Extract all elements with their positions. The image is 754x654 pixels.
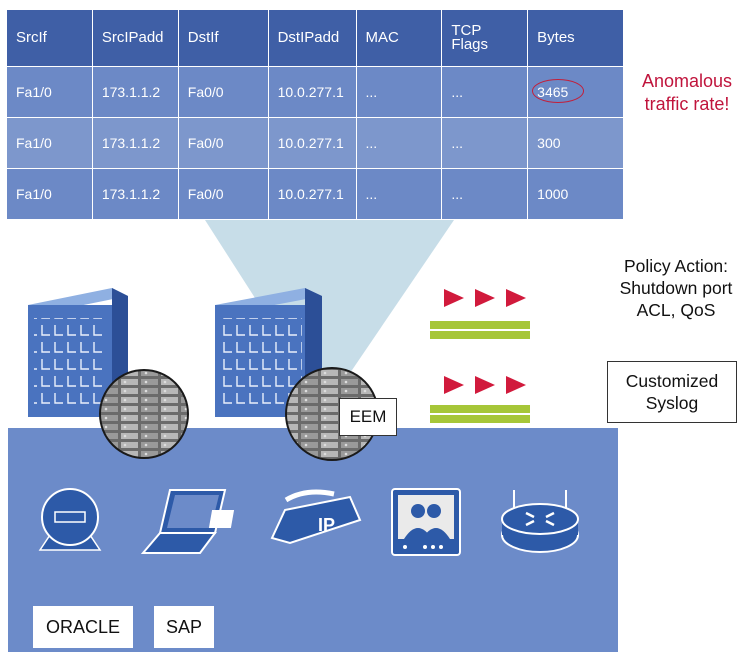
laptop-icon [140, 489, 227, 554]
policy-action-line: Shutdown port [619, 278, 733, 298]
projection-cone-shape [205, 220, 454, 376]
cell-srcif: Fa1/0 [6, 66, 93, 118]
header-srcif: SrcIf [6, 10, 93, 67]
anomaly-callout: Anomalous traffic rate! [641, 71, 733, 114]
building-icon [28, 288, 128, 418]
cell-dstif: Fa0/0 [177, 117, 269, 169]
syslog-line: Customized [625, 371, 719, 391]
traffic-arrows-icon [430, 376, 530, 423]
header-dstipadd: DstIPadd [267, 10, 357, 67]
cell-mac: ... [355, 168, 443, 220]
header-mac: MAC [355, 10, 443, 67]
policy-action-line: ACL, QoS [636, 300, 716, 320]
anomaly-highlight-ring [532, 79, 585, 103]
cell-dstif: Fa0/0 [177, 66, 269, 118]
cell-dstipadd: 10.0.277.1 [267, 168, 357, 220]
sap-label: SAP [154, 606, 214, 648]
ip-camera-icon [38, 488, 102, 551]
switch-chassis-icon [99, 369, 189, 459]
cell-dstipadd: 10.0.277.1 [267, 66, 357, 118]
table-header-row: SrcIf SrcIPadd DstIf DstIPadd MAC TCP Fl… [6, 10, 624, 67]
cell-mac: ... [355, 66, 443, 118]
cell-tcp-flags: ... [441, 117, 529, 169]
netflow-cache-table: SrcIf SrcIPadd DstIf DstIPadd MAC TCP Fl… [6, 10, 624, 220]
syslog-line: Syslog [645, 393, 699, 413]
cell-dstif: Fa0/0 [177, 168, 269, 220]
table-row: Fa1/0 173.1.1.2 Fa0/0 10.0.277.1 ... ...… [6, 66, 624, 118]
router-icon [501, 490, 579, 553]
cell-srcipadd: 173.1.1.2 [91, 168, 179, 220]
customized-syslog-box: Customized Syslog [607, 361, 737, 423]
header-srcipadd: SrcIPadd [91, 10, 179, 67]
header-bytes: Bytes [527, 10, 624, 67]
anomalous-bytes-value: 3465 [532, 79, 585, 103]
video-monitor-icon [391, 488, 461, 556]
svg-text:IP: IP [318, 515, 335, 535]
ip-phone-icon: IP [208, 489, 362, 545]
cell-tcp-flags: ... [441, 168, 529, 220]
cell-mac: ... [355, 117, 443, 169]
table-row: Fa1/0 173.1.1.2 Fa0/0 10.0.277.1 ... ...… [6, 168, 624, 220]
cell-srcif: Fa1/0 [6, 117, 93, 169]
cell-bytes: 1000 [527, 168, 624, 220]
traffic-arrows-icon [430, 289, 530, 339]
building-icon [215, 288, 322, 418]
policy-action-callout: Policy Action: Shutdown port ACL, QoS [598, 255, 754, 321]
cell-srcif: Fa1/0 [6, 168, 93, 220]
policy-action-title: Policy Action: [623, 256, 729, 276]
oracle-label: ORACLE [33, 606, 133, 648]
eem-label: EEM [339, 398, 397, 436]
cell-bytes: 300 [527, 117, 624, 169]
cell-srcipadd: 173.1.1.2 [91, 66, 179, 118]
cell-srcipadd: 173.1.1.2 [91, 117, 179, 169]
